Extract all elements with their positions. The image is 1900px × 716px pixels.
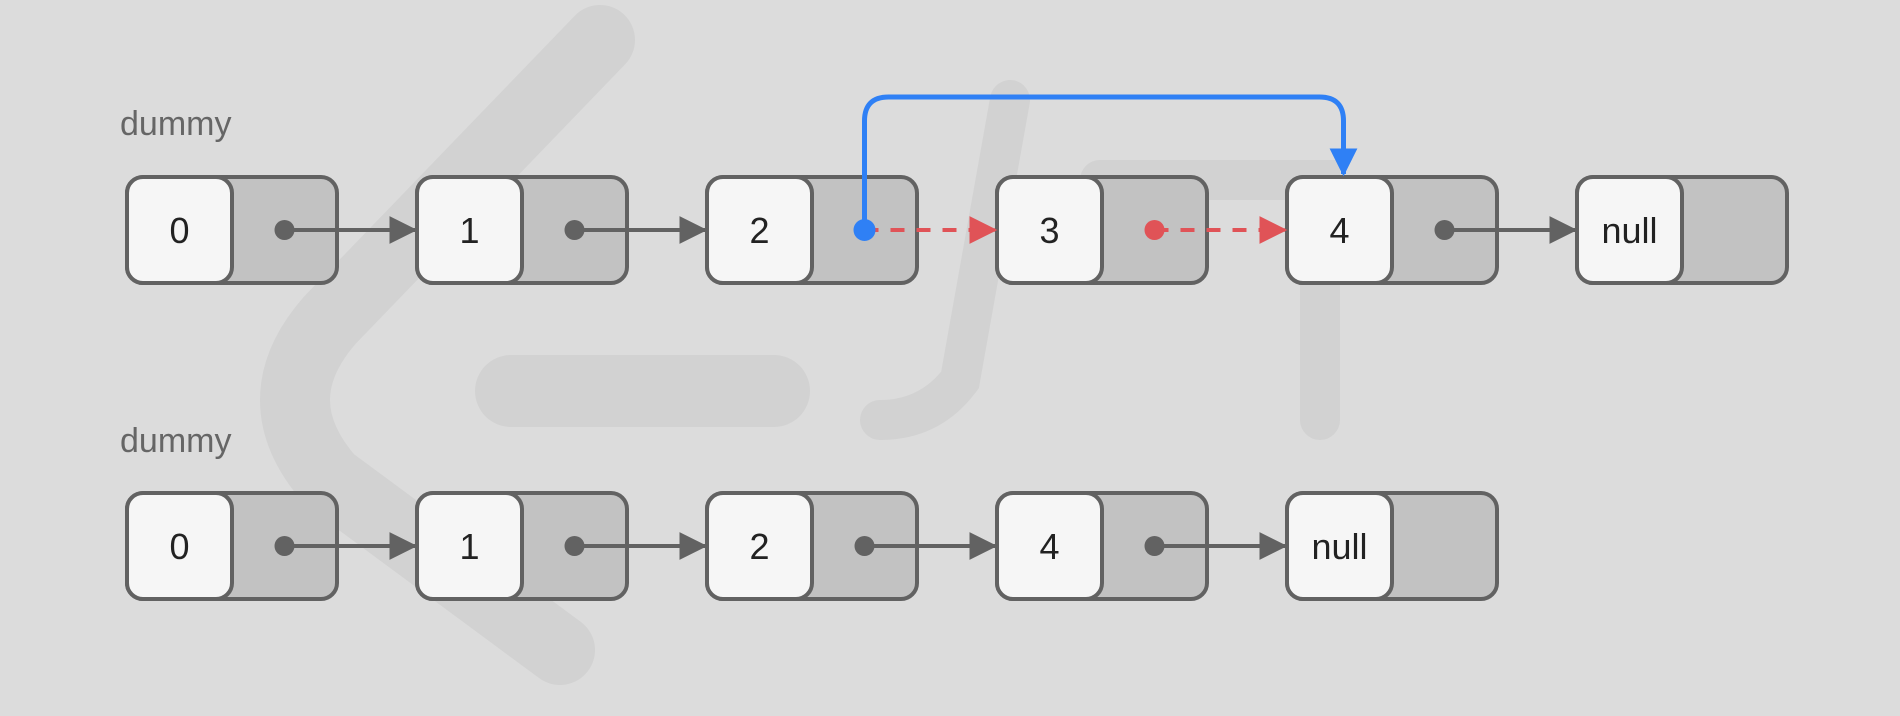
list-node: 0 (125, 175, 339, 285)
node-value: 3 (1039, 210, 1059, 251)
pointer-dot (853, 219, 876, 241)
pointer-dot (564, 220, 585, 240)
row-label: dummy (120, 105, 231, 143)
list-node: null (1285, 491, 1499, 601)
list-node: null (1575, 175, 1789, 285)
node-value-cell (125, 175, 234, 285)
row-label: dummy (120, 422, 231, 460)
pointer-dot (564, 536, 585, 556)
list-node: 3 (995, 175, 1209, 285)
node-value: null (1311, 526, 1367, 567)
node-value-cell (125, 491, 234, 601)
list-node: 1 (415, 175, 629, 285)
node-value: 4 (1329, 210, 1349, 251)
node-value: null (1601, 210, 1657, 251)
node-value: 4 (1039, 526, 1059, 567)
pointer-dot (1434, 220, 1455, 240)
pointer-dot (274, 220, 295, 240)
node-value: 0 (169, 526, 189, 567)
pointer-dot (1144, 220, 1165, 240)
list-node: 0 (125, 491, 339, 601)
pointer-dot (274, 536, 295, 556)
node-value: 0 (169, 210, 189, 251)
pointer-dot (1144, 536, 1165, 556)
list-node: 4 (1285, 175, 1499, 285)
node-value: 1 (459, 210, 479, 251)
list-node: 2 (705, 175, 919, 285)
node-value: 2 (749, 526, 769, 567)
node-value: 2 (749, 210, 769, 251)
pointer-dot (854, 536, 875, 556)
list-node: 1 (415, 491, 629, 601)
node-value: 1 (459, 526, 479, 567)
new-link-arrow (862, 94, 1358, 230)
list-node: 4 (995, 491, 1209, 601)
